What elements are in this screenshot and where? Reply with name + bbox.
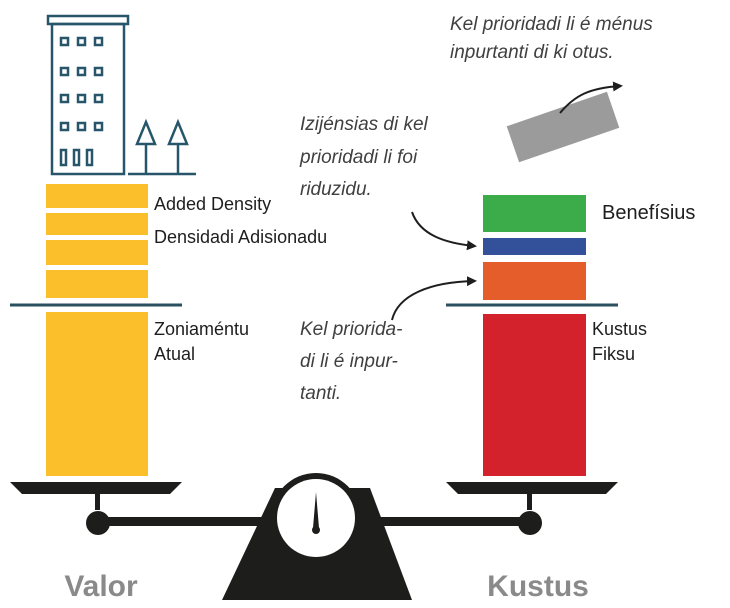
left-pan [10, 482, 182, 494]
arrow-icon [411, 211, 477, 251]
added-density-label-pt: Densidadi Adisionadu [154, 227, 327, 247]
cost-caption: Kustus [487, 570, 589, 603]
note-important-line2: di li é inpur- [300, 351, 398, 372]
fixed-costs-block [483, 314, 586, 476]
current-zoning-block [46, 312, 148, 476]
note-reduced: Izijénsias di kel prioridadi li foi ridu… [299, 114, 429, 200]
note-less-important-line2: inpurtanti di ki otus. [450, 42, 614, 63]
note-important-line1: Kel priorida- [300, 319, 402, 340]
arrow-icon [559, 81, 623, 114]
benefits-block [483, 195, 586, 232]
left-hook [95, 494, 100, 510]
note-less-important-line1: Kel prioridadi li é ménus [450, 14, 653, 35]
note-reduced-line2: prioridadi li foi [299, 147, 418, 168]
tree-icon [167, 118, 189, 173]
tree-icon [135, 118, 157, 173]
note-important: Kel priorida- di li é inpur- tanti. [300, 319, 402, 404]
fixed-costs-label-line1: Kustus [592, 319, 647, 339]
arrow-icon [391, 276, 477, 321]
current-zoning-label-line1: Zoniaméntu [154, 319, 249, 339]
note-important-line3: tanti. [300, 383, 341, 404]
reduced-priority-block [483, 238, 586, 255]
right-hook [527, 494, 532, 510]
current-zoning-label-line2: Atual [154, 344, 195, 364]
building-icon [46, 14, 130, 176]
note-reduced-line3: riduzidu. [300, 179, 372, 200]
note-reduced-line1: Izijénsias di kel [300, 114, 429, 135]
important-priority-block [483, 262, 586, 300]
benefits-label: Benefísius [602, 202, 695, 224]
removed-priority-block [506, 91, 620, 163]
left-pivot [86, 511, 110, 535]
fixed-costs-label-line2: Fiksu [592, 344, 635, 364]
right-pan [446, 482, 618, 494]
added-density-bars [46, 184, 148, 298]
gauge-icon [271, 473, 361, 563]
right-pivot [518, 511, 542, 535]
note-less-important: Kel prioridadi li é ménus inpurtanti di … [450, 14, 653, 63]
value-caption: Valor [64, 570, 138, 603]
added-density-label-en: Added Density [154, 194, 271, 214]
